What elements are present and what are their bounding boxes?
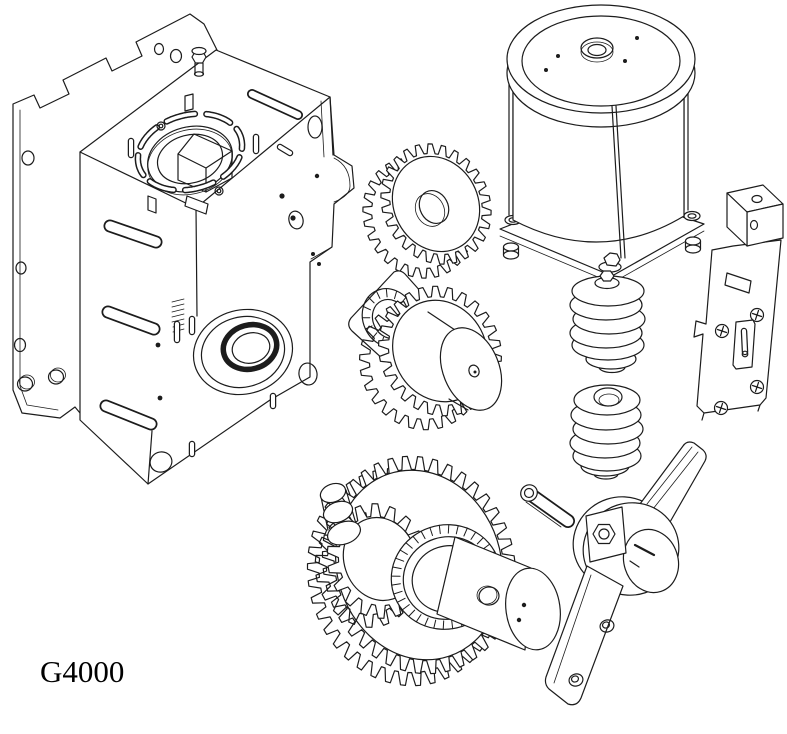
housing-side-slots: [99, 219, 163, 431]
part-gearbox-housing: [79, 46, 355, 485]
plate-hole: [13, 337, 27, 353]
part-output-gear-with-shaft: [306, 455, 561, 687]
lever-clamp: [585, 506, 627, 563]
plate-hole: [16, 376, 34, 392]
plate-hole: [169, 48, 183, 64]
housing-top-bolt: [184, 46, 207, 112]
phillips-screw: [749, 307, 765, 323]
part-motor-worm-screw: [569, 270, 646, 374]
output-shaft: [436, 536, 561, 651]
phillips-screw: [749, 379, 765, 395]
part-drive-pin: [520, 484, 575, 528]
release-cam-knob: [319, 482, 362, 546]
part-pinion-gear-with-flange: [348, 270, 503, 431]
phillips-screw: [713, 400, 729, 416]
phillips-screw: [714, 323, 730, 339]
motor-cap-boss: [580, 37, 614, 63]
part-spare-worm-screw: [569, 384, 644, 480]
part-release-lock-bracket: [693, 184, 784, 421]
plate-hole: [15, 261, 27, 275]
model-label: G4000: [40, 654, 124, 689]
lever-arm: [544, 565, 624, 706]
plate-hole: [21, 150, 35, 166]
plate-hole: [153, 42, 165, 56]
bearing-boss: [192, 308, 294, 396]
lock-slot: [732, 319, 756, 370]
motor-feet: [502, 236, 702, 260]
plate-hole: [47, 369, 65, 385]
spring-and-studs: [171, 298, 196, 344]
housing-arc-slots: [134, 110, 246, 194]
lever-handle: [636, 441, 707, 523]
part-electric-motor: [499, 4, 705, 284]
part-manual-release-lever: [544, 441, 707, 706]
part-idler-gear: [362, 143, 492, 279]
